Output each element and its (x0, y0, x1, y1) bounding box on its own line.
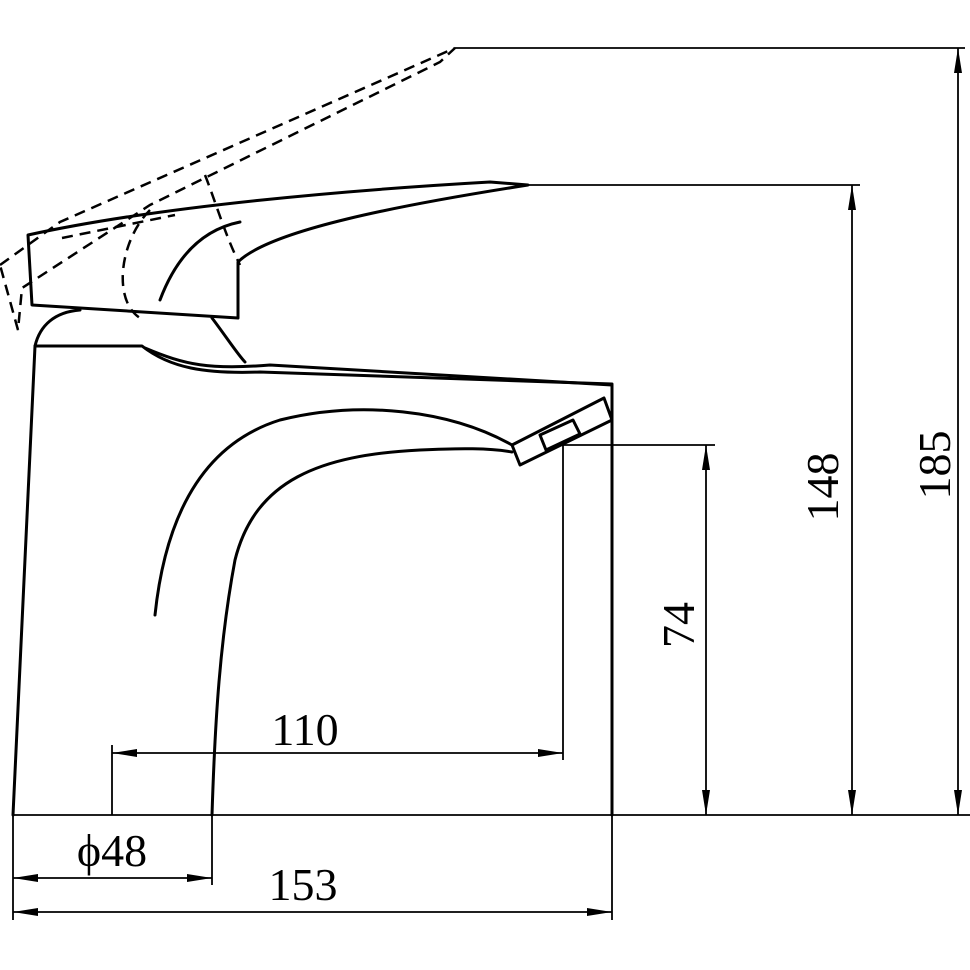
dimension-arrows (13, 48, 962, 916)
dim-total-height: 185 (909, 431, 960, 500)
faucet-body (11, 180, 614, 817)
dimension-lines (12, 47, 970, 920)
dim-total-length: 153 (269, 859, 338, 910)
dim-lever-height: 148 (797, 453, 848, 522)
dim-spout-reach: 110 (271, 704, 338, 755)
dim-spout-height: 74 (653, 602, 704, 648)
dim-base-diameter: ϕ48 (77, 825, 147, 876)
